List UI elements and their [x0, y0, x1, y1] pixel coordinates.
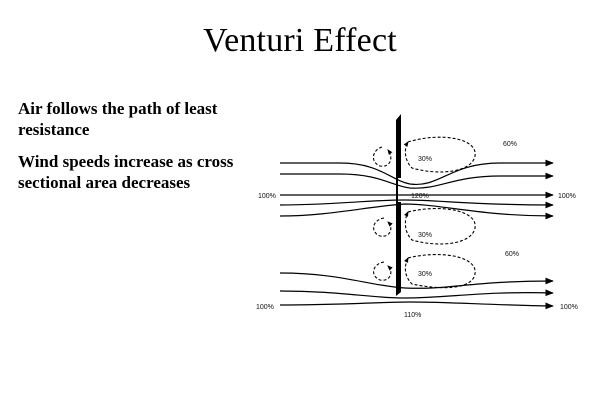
eddy-downstream-top [403, 136, 476, 173]
label-bottom-center: 110% [404, 312, 421, 319]
label-downstream-top: 100% [558, 193, 576, 200]
streamline [279, 289, 554, 299]
streamline [279, 199, 554, 209]
streamline [279, 301, 554, 310]
streamline [279, 203, 554, 220]
eddy-downstream-bottom [404, 253, 476, 289]
eddy-downstream-middle [404, 207, 476, 245]
label-eddy-top: 30% [418, 156, 432, 163]
eddy-upstream-bottom [373, 261, 393, 281]
label-downstream-bottom: 100% [560, 304, 578, 311]
label-eddy-bottom: 30% [418, 271, 432, 278]
bullet-least-resistance: Air follows the path of least resistance [18, 99, 218, 139]
barrier-gap-marker [398, 178, 401, 202]
streamline [279, 272, 554, 289]
eddy-upstream-middle [373, 217, 393, 237]
label-gap-center: 120% [411, 193, 429, 200]
bullet-list: Air follows the path of least resistance… [18, 98, 248, 204]
label-top-right: 60% [503, 141, 517, 148]
slide-title: Venturi Effect [203, 22, 397, 59]
label-upstream-top: 100% [258, 193, 276, 200]
label-eddy-middle: 30% [418, 232, 432, 239]
streamline [280, 172, 554, 189]
label-upstream-bottom: 100% [256, 304, 274, 311]
streamline [280, 159, 554, 186]
bullet-wind-speed: Wind speeds increase as cross sectional … [18, 152, 234, 192]
label-middle-right: 60% [505, 251, 519, 258]
eddy-upstream-top [372, 146, 393, 167]
